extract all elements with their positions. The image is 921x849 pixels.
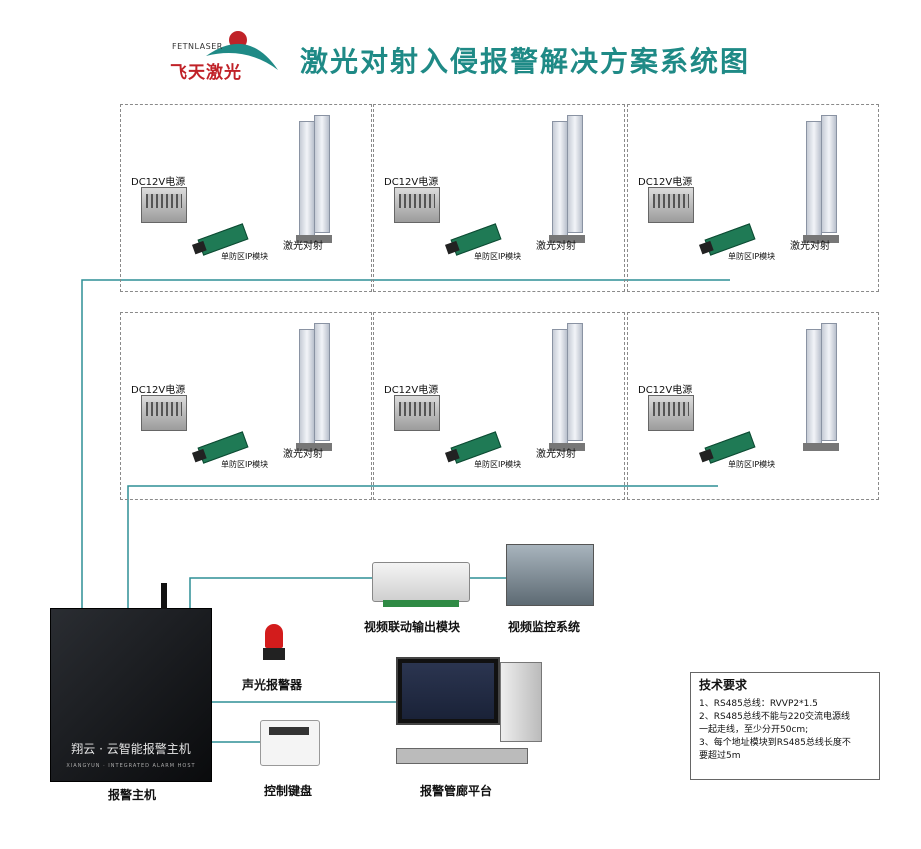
tech-item: 一起走线，至少分开50cm; xyxy=(699,725,809,735)
tech-item: 1、RS485总线：RVVP2*1.5 xyxy=(699,699,818,709)
logo-swoosh-icon xyxy=(206,31,278,70)
host-label: 报警主机 xyxy=(108,788,157,802)
laser-detector xyxy=(803,115,839,243)
bus-line-top xyxy=(81,279,730,608)
power-label: DC12V电源 xyxy=(131,177,186,188)
keypad-label: 控制键盘 xyxy=(264,784,313,798)
power-label: DC12V电源 xyxy=(638,385,693,396)
power-label: DC12V电源 xyxy=(131,385,186,396)
zone-3: DC12V电源 激光对射 单防区IP模块 xyxy=(627,104,879,292)
tech-item: 3、每个地址模块到RS485总线长度不 xyxy=(699,738,851,748)
module-label: 单防区IP模块 xyxy=(221,252,269,261)
video-monitor-room xyxy=(506,544,594,606)
zone-5: DC12V电源 激光对射 单防区IP模块 xyxy=(373,312,625,500)
laser-detector xyxy=(296,115,332,243)
host-brand-en: XIANGYUN · INTEGRATED ALARM HOST xyxy=(66,763,196,769)
bus-line-bottom xyxy=(127,485,718,608)
page-title: 激光对射入侵报警解决方案系统图 xyxy=(300,45,751,78)
laser-label: 激光对射 xyxy=(536,241,576,252)
power-label: DC12V电源 xyxy=(384,385,439,396)
tech-heading: 技术要求 xyxy=(699,678,748,692)
video-system-label: 视频监控系统 xyxy=(508,620,581,634)
module-label: 单防区IP模块 xyxy=(474,460,522,469)
tech-requirements-box: 技术要求 1、RS485总线：RVVP2*1.5 2、RS485总线不能与220… xyxy=(690,672,880,780)
power-supply xyxy=(394,187,440,223)
laser-label: 激光对射 xyxy=(536,449,576,460)
module-label: 单防区IP模块 xyxy=(221,460,269,469)
power-supply xyxy=(141,187,187,223)
keypad-icon xyxy=(260,720,320,766)
bus-line-video xyxy=(189,577,372,608)
brand-logo: FETNLASER 飞天激光 xyxy=(168,26,278,86)
video-module-label: 视频联动输出模块 xyxy=(364,620,461,634)
siren-icon xyxy=(263,624,285,660)
platform-label: 报警管廊平台 xyxy=(420,784,493,798)
laser-detector xyxy=(296,323,332,451)
power-label: DC12V电源 xyxy=(638,177,693,188)
zone-1: DC12V电源 激光对射 单防区IP模块 xyxy=(120,104,372,292)
zone-2: DC12V电源 激光对射 单防区IP模块 xyxy=(373,104,625,292)
power-supply xyxy=(141,395,187,431)
logo-text-cn: 飞天激光 xyxy=(170,63,242,83)
power-supply xyxy=(394,395,440,431)
power-supply xyxy=(648,395,694,431)
laser-detector xyxy=(803,323,839,451)
tech-item: 2、RS485总线不能与220交流电源线 xyxy=(699,712,851,722)
module-label: 单防区IP模块 xyxy=(728,460,776,469)
monitor-icon xyxy=(396,657,500,725)
zone-4: DC12V电源 激光对射 单防区IP模块 xyxy=(120,312,372,500)
laser-detector xyxy=(549,115,585,243)
pc-tower-icon xyxy=(500,662,542,742)
laser-detector xyxy=(549,323,585,451)
zone-6: DC12V电源 单防区IP模块 xyxy=(627,312,879,500)
module-label: 单防区IP模块 xyxy=(728,252,776,261)
laser-label: 激光对射 xyxy=(790,241,830,252)
logo-text-en: FETNLASER xyxy=(172,42,223,51)
keyboard-icon xyxy=(396,748,528,764)
siren-label: 声光报警器 xyxy=(242,678,303,692)
tech-item: 要超过5m xyxy=(699,751,741,761)
power-label: DC12V电源 xyxy=(384,177,439,188)
power-supply xyxy=(648,187,694,223)
laser-label: 激光对射 xyxy=(283,241,323,252)
video-output-module xyxy=(372,562,470,607)
laser-label: 激光对射 xyxy=(283,449,323,460)
host-brand: 翔云 · 云智能报警主机 xyxy=(71,742,191,756)
module-label: 单防区IP模块 xyxy=(474,252,522,261)
antenna-icon xyxy=(161,583,167,609)
alarm-host: 翔云 · 云智能报警主机 XIANGYUN · INTEGRATED ALARM… xyxy=(50,583,212,782)
